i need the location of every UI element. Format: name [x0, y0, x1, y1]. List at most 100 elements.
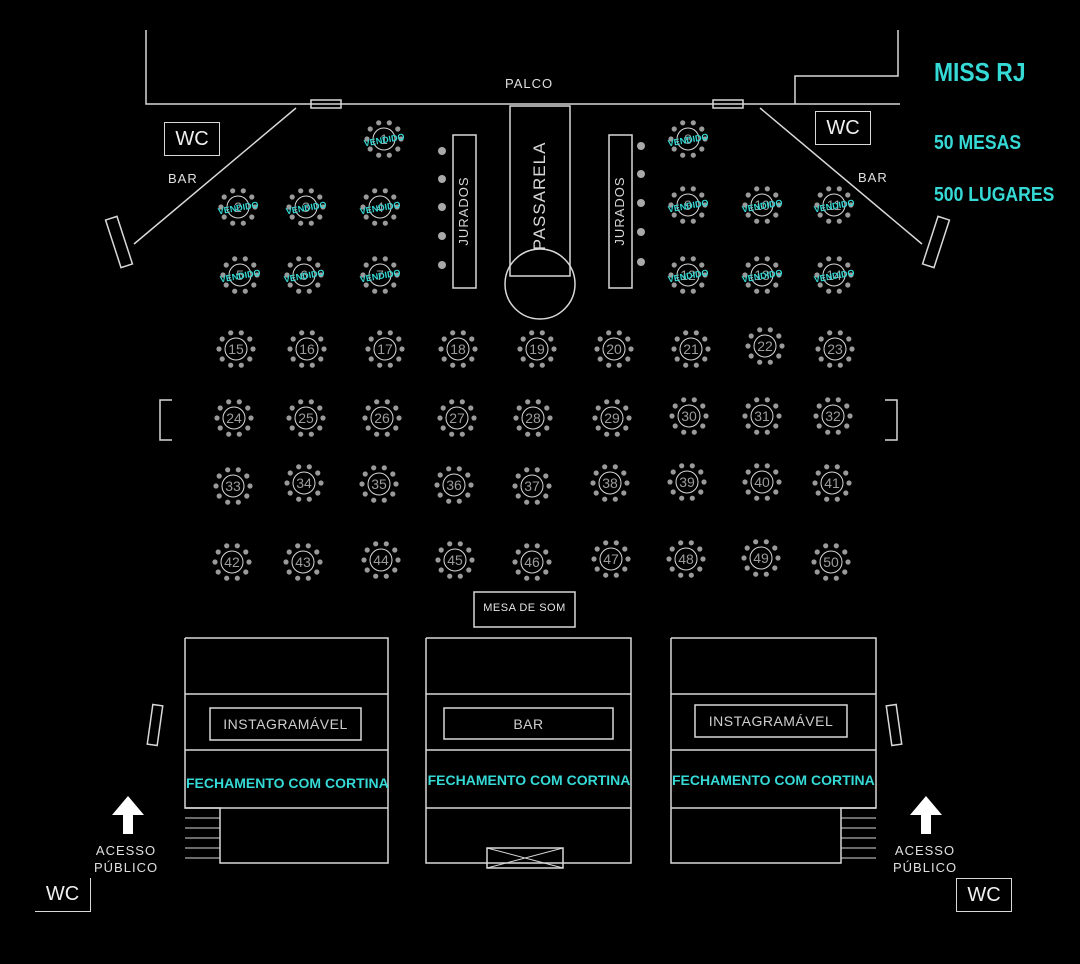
seat	[606, 362, 612, 368]
table-number: 20	[606, 341, 622, 357]
table-number: 15	[228, 341, 244, 357]
table-top	[750, 193, 774, 217]
table-22[interactable]: 22	[745, 327, 785, 365]
table-number: 26	[374, 410, 390, 426]
table-23[interactable]: 23	[815, 330, 855, 368]
table-top	[750, 263, 774, 287]
seat	[773, 423, 779, 429]
table-number: 38	[602, 475, 618, 491]
table-33[interactable]: 33	[213, 467, 253, 505]
seat	[679, 495, 685, 501]
table-34[interactable]: 34	[284, 464, 324, 502]
seat	[764, 256, 770, 262]
table-50[interactable]: 50	[811, 543, 851, 581]
seat	[314, 549, 320, 555]
table-18[interactable]: 18	[438, 330, 478, 368]
table-47[interactable]: 47	[591, 540, 631, 578]
seat	[224, 543, 230, 549]
table-top	[294, 406, 318, 430]
table-16[interactable]: 16	[287, 330, 327, 368]
table-29[interactable]: 29	[592, 399, 632, 437]
table-31[interactable]: 31	[742, 397, 782, 435]
table-21[interactable]: 21	[671, 330, 711, 368]
seat	[446, 498, 452, 504]
table-27[interactable]: 27	[437, 399, 477, 437]
seat	[698, 469, 704, 475]
table-top	[292, 471, 316, 495]
table-36[interactable]: 36	[434, 466, 474, 504]
seat	[230, 220, 236, 226]
seat	[298, 431, 304, 437]
seat	[457, 541, 463, 547]
sound-desk-label: MESA DE SOM	[483, 602, 566, 614]
seat	[811, 559, 817, 565]
table-24[interactable]: 24	[214, 399, 254, 437]
table-41[interactable]: 41	[812, 464, 852, 502]
table-25[interactable]: 25	[286, 399, 326, 437]
seat	[469, 356, 475, 362]
table-30[interactable]: 30	[669, 397, 709, 435]
table-39[interactable]: 39	[667, 463, 707, 501]
seat	[516, 425, 522, 431]
seat	[218, 204, 224, 210]
seat	[308, 399, 314, 405]
seat	[289, 214, 295, 220]
seat	[846, 356, 852, 362]
seat	[240, 220, 246, 226]
seat	[373, 541, 379, 547]
table-49[interactable]: 49	[741, 539, 781, 577]
seat	[438, 567, 444, 573]
table-48[interactable]: 48	[666, 540, 706, 578]
table-45[interactable]: 45	[435, 541, 475, 579]
table-top	[819, 550, 843, 574]
seat	[845, 212, 851, 218]
seat	[825, 397, 831, 403]
table-26[interactable]: 26	[362, 399, 402, 437]
table-46[interactable]: 46	[512, 543, 552, 581]
table-42[interactable]: 42	[212, 543, 252, 581]
table-37[interactable]: 37	[512, 467, 552, 505]
seat	[525, 399, 531, 405]
seat	[365, 425, 371, 431]
seat	[359, 481, 365, 487]
table-28[interactable]: 28	[513, 399, 553, 437]
seat	[814, 569, 820, 575]
table-19[interactable]: 19	[517, 330, 557, 368]
table-38[interactable]: 38	[590, 464, 630, 502]
table-44[interactable]: 44	[361, 541, 401, 579]
table-top	[599, 547, 623, 571]
seat	[815, 490, 821, 496]
seat	[613, 540, 619, 546]
seat	[459, 431, 465, 437]
table-43[interactable]: 43	[283, 543, 323, 581]
seat	[614, 399, 620, 405]
table-number: 25	[298, 410, 314, 426]
table-17[interactable]: 17	[365, 330, 405, 368]
table-32[interactable]: 32	[813, 397, 853, 435]
seat	[315, 262, 321, 268]
table-20[interactable]: 20	[594, 330, 634, 368]
judges-table-left	[452, 134, 477, 289]
table-number: 42	[224, 554, 240, 570]
seat	[693, 362, 699, 368]
table-15[interactable]: 15	[216, 330, 256, 368]
seat	[306, 256, 312, 262]
seat	[764, 186, 770, 192]
table-40[interactable]: 40	[742, 463, 782, 501]
table-35[interactable]: 35	[359, 465, 399, 503]
